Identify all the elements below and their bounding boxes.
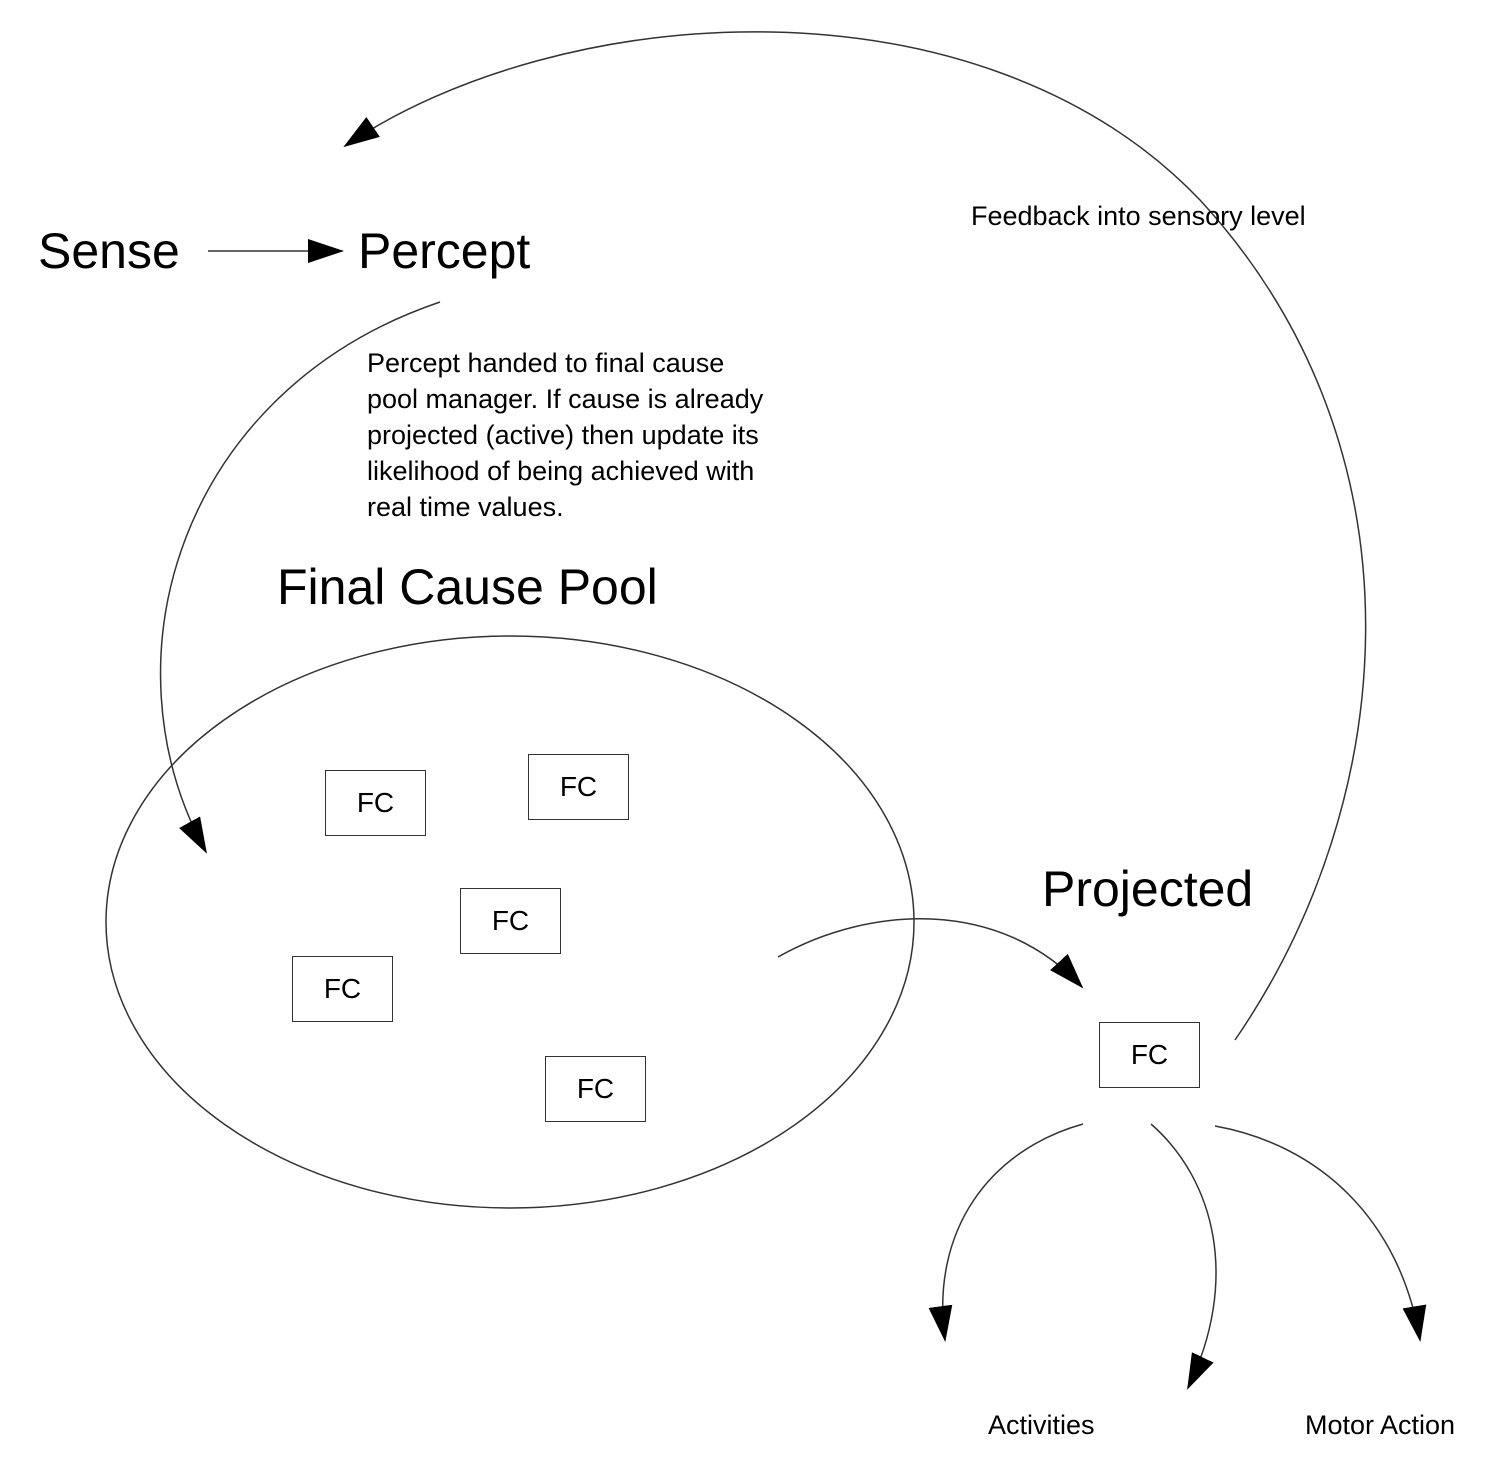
final-cause-box: FC	[325, 770, 426, 836]
note-line: real time values.	[367, 492, 564, 522]
feedback-label: Feedback into sensory level	[971, 201, 1306, 231]
final-cause-pool-ellipse	[105, 635, 915, 1209]
projected-label: Projected	[1042, 861, 1254, 917]
projected-final-cause-box: FC	[1099, 1022, 1200, 1088]
note-line: likelihood of being achieved with	[367, 456, 755, 486]
sense-label: Sense	[38, 223, 180, 279]
note-line: pool manager. If cause is already	[367, 384, 764, 414]
activities-label: Activities	[988, 1410, 1095, 1440]
note-line: projected (active) then update its	[367, 420, 759, 450]
motor-action-label: Motor Action	[1305, 1410, 1456, 1440]
final-cause-box: FC	[292, 956, 393, 1022]
final-cause-box: FC	[528, 754, 629, 820]
final-cause-box: FC	[545, 1056, 646, 1122]
percept-label: Percept	[358, 223, 531, 279]
projected-to-left-arrow	[928, 1123, 1084, 1342]
final-cause-pool-label: Final Cause Pool	[277, 559, 658, 615]
final-cause-box: FC	[460, 888, 561, 954]
pool-to-projected-arrow	[777, 918, 1084, 989]
percept-to-pool-arrow	[159, 301, 441, 854]
projected-to-activities-arrow	[1150, 1123, 1217, 1390]
percept-handoff-note: Percept handed to final cause pool manag…	[367, 345, 827, 525]
note-line: Percept handed to final cause	[367, 348, 725, 378]
projected-to-motor-action-arrow	[1214, 1125, 1427, 1342]
feedback-arrow	[343, 31, 1367, 1041]
